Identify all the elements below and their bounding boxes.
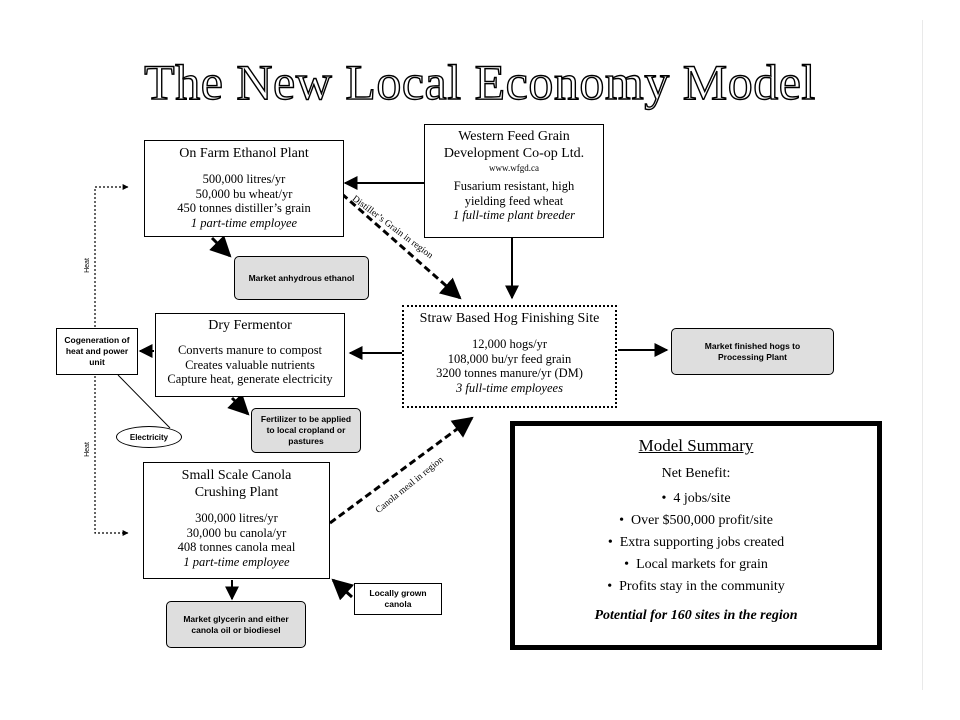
cogen-box: Cogeneration of heat and power unit — [56, 328, 138, 375]
heat-label-upper: Heat — [83, 258, 91, 273]
summary-potential: Potential for 160 sites in the region — [594, 608, 798, 623]
hog-line: 12,000 hogs/yr — [472, 337, 547, 351]
ethanol-line: 500,000 litres/yr — [202, 172, 286, 186]
fermentor-line: Capture heat, generate electricity — [167, 372, 333, 386]
hog-site-title: Straw Based Hog Finishing Site — [419, 311, 600, 326]
summary-title: Model Summary — [638, 436, 754, 455]
arrow-distillers-grain — [341, 192, 462, 300]
locally-grown-box: Locally grown canola — [354, 583, 442, 615]
canola-line: 30,000 bu canola/yr — [186, 525, 287, 540]
market-glycerin-box: Market glycerin and either canola oil or… — [166, 601, 306, 648]
canola-plant-box: Small Scale Canola Crushing Plant 300,00… — [143, 462, 330, 579]
electricity-oval: Electricity — [116, 426, 182, 448]
hog-employees: 3 full-time employees — [456, 380, 563, 395]
ethanol-line: 50,000 bu wheat/yr — [195, 186, 293, 201]
canola-line: 408 tonnes canola meal — [177, 540, 296, 554]
summary-bullet: 4 jobs/site — [515, 488, 877, 510]
coop-line: Fusarium resistant, high — [453, 179, 575, 193]
summary-net-benefit: Net Benefit: — [661, 466, 731, 481]
ethanol-plant-box: On Farm Ethanol Plant 500,000 litres/yr … — [144, 140, 344, 237]
model-summary-box: Model Summary Net Benefit: 4 jobs/site O… — [510, 421, 882, 650]
coop-line: yielding feed wheat — [464, 193, 564, 208]
arrow-locally-grown-to-canola — [331, 578, 355, 601]
coop-employee: 1 full-time plant breeder — [452, 208, 576, 222]
canola-plant-title-1: Small Scale Canola — [181, 468, 292, 483]
heat-loop-lower — [94, 376, 129, 536]
fertilizer-box: Fertilizer to be applied to local cropla… — [251, 408, 361, 453]
summary-bullet: Profits stay in the community — [515, 576, 877, 598]
heat-loop-upper — [94, 184, 129, 327]
ethanol-line: 450 tonnes distiller’s grain — [177, 201, 311, 215]
fermentor-title: Dry Fermentor — [208, 318, 292, 333]
market-ethanol-box: Market anhydrous ethanol — [234, 256, 369, 300]
fermentor-line: Converts manure to compost — [177, 343, 323, 357]
fermentor-box: Dry Fermentor Converts manure to compost… — [155, 313, 345, 397]
arrow-ethanol-to-market — [209, 235, 232, 258]
page-title: The New Local Economy Model — [143, 53, 816, 110]
arrow-canola-meal — [329, 416, 474, 525]
ethanol-employee: 1 part-time employee — [190, 215, 298, 230]
arrow-fermentor-to-fertilizer — [227, 393, 250, 416]
coop-box: Western Feed Grain Development Co-op Ltd… — [424, 124, 604, 238]
coop-title-1: Western Feed Grain — [458, 129, 570, 144]
summary-bullet: Extra supporting jobs created — [515, 532, 877, 554]
coop-url: www.wfgd.ca — [489, 163, 539, 173]
summary-bullet-list: 4 jobs/site Over $500,000 profit/site Ex… — [515, 488, 877, 598]
canola-plant-title-2: Crushing Plant — [194, 485, 279, 500]
summary-bullet: Local markets for grain — [515, 554, 877, 576]
page-edge-line — [922, 20, 923, 690]
summary-bullet: Over $500,000 profit/site — [515, 510, 877, 532]
coop-title-2: Development Co-op Ltd. — [443, 146, 585, 161]
fermentor-line: Creates valuable nutrients — [185, 357, 315, 372]
market-hogs-box: Market finished hogs to Processing Plant — [671, 328, 834, 375]
hog-line: 3200 tonnes manure/yr (DM) — [436, 366, 583, 380]
canola-employee: 1 part-time employee — [183, 554, 290, 569]
canola-line: 300,000 litres/yr — [195, 511, 278, 525]
heat-label-lower: Heat — [83, 442, 91, 457]
hog-line: 108,000 bu/yr feed grain — [447, 351, 572, 366]
line-cogen-to-electricity — [117, 374, 171, 429]
ethanol-plant-title: On Farm Ethanol Plant — [179, 146, 309, 161]
hog-site-box: Straw Based Hog Finishing Site 12,000 ho… — [402, 305, 617, 408]
